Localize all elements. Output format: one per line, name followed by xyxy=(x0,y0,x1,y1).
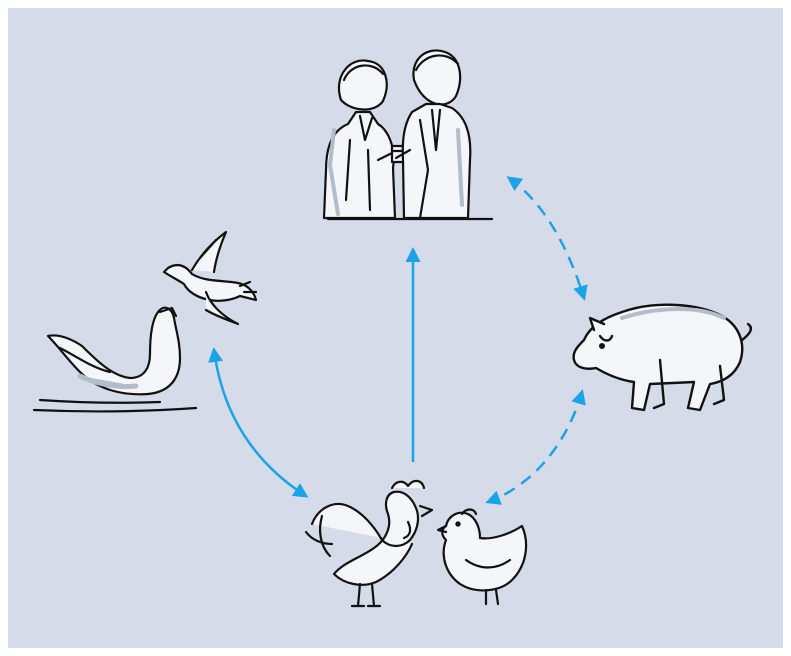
rooster-icon xyxy=(304,479,434,608)
arrow-birds-poultry xyxy=(208,347,309,498)
two-people-exchange-icon xyxy=(322,49,494,221)
arrow-people-pig xyxy=(506,176,588,301)
pig-icon xyxy=(572,303,753,412)
hen-icon xyxy=(436,508,528,606)
dove-icon xyxy=(162,230,258,326)
swan-icon xyxy=(32,306,198,413)
